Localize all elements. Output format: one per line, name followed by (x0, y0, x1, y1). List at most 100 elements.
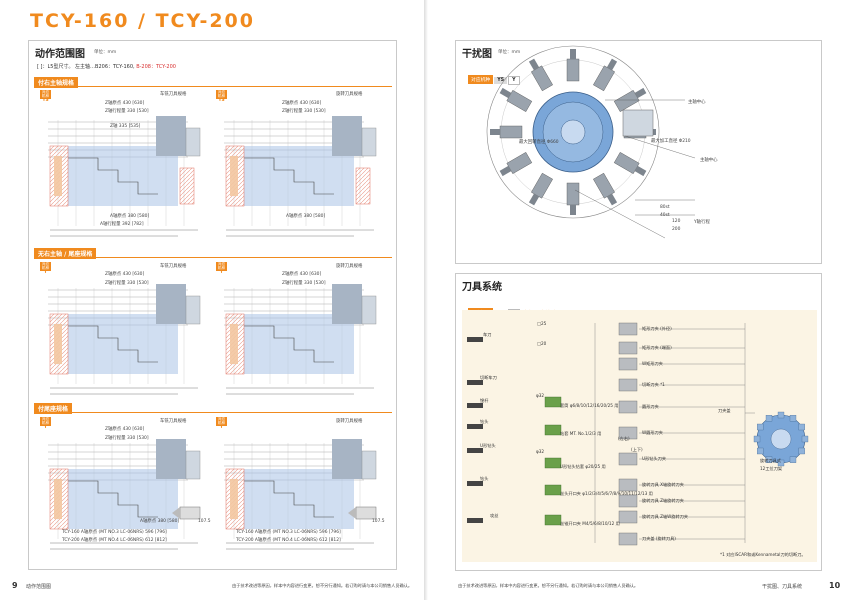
sleeve-label: 套筒 φ6/8/10/12/16/20/25 用 (560, 403, 619, 408)
size-label: □25 (537, 321, 547, 326)
tool-holder (185, 295, 201, 325)
right-spindle (179, 167, 195, 205)
a-stroke-label: A轴行程量 392 [782] (100, 222, 144, 227)
turret-station (777, 459, 785, 467)
badge-tag: Y (216, 426, 227, 431)
holder-label: 旋转刀具 X轴旋转刀夹 (642, 482, 684, 487)
tool-body (634, 165, 647, 177)
holder-icon (618, 510, 638, 524)
z-travel-label: Z轴行程量 330 [530] (105, 281, 149, 286)
holder-label: 矩形刀夹 (端面) (642, 345, 672, 350)
tooling-title: 刀具系统 (462, 282, 502, 293)
tool-type-label: 钻头 (480, 476, 489, 481)
sleeve-label: U形钻头钻套 φ20/25 用 (560, 464, 606, 469)
holder-icon (618, 494, 638, 508)
z-travel-label: Z轴行程量 330 [530] (105, 436, 149, 441)
spindle (54, 324, 62, 364)
tool-icon (467, 403, 483, 408)
turret-label: 12工位刀架 (760, 466, 783, 471)
holder-icon (618, 426, 638, 440)
model-title: TCY-160 / TCY-200 (30, 10, 256, 32)
section-title: 动作范围图 (35, 49, 85, 60)
tool-holder (499, 125, 523, 139)
z-origin-label: Z轴原点 430 [630] (105, 427, 145, 432)
badge-tag: YS (216, 99, 227, 104)
tool-type-label: 车刀 (483, 332, 492, 337)
tool-holder (361, 295, 377, 325)
val-200: 200 (672, 227, 681, 232)
badge-line2: 机种 (41, 266, 50, 271)
turret-station (801, 435, 809, 443)
machine-badge: 对应 机种 Y (40, 262, 51, 276)
spindle-center2-label: 主轴中心 (700, 158, 718, 163)
footer-label-left: 动作范围图 (26, 584, 52, 590)
badge-line1: 对应 (41, 417, 50, 421)
rotary-tool-header: 旋转刀具规格 (336, 264, 363, 269)
z-origin-label: Z轴原点 430 [630] (282, 272, 322, 277)
turret-tool (593, 172, 618, 206)
spindle-center-label: 主轴中心 (688, 100, 706, 105)
turret-tool (593, 58, 618, 92)
size-label: φ32 (536, 393, 545, 398)
machine-badge: 对应 机种 Y (216, 262, 227, 276)
holder-label: 旋转刀具 Z轴W旋转刀夹 (642, 514, 689, 519)
holder-icon (618, 400, 638, 414)
z-stroke-label: Z轴 335 [535] (110, 124, 141, 129)
page-number-right: 10 (829, 581, 841, 590)
tool-holder (185, 450, 201, 480)
spread-gutter (424, 0, 428, 600)
tool-body (606, 58, 618, 71)
sleeve-icon (544, 424, 562, 436)
badge-line1: 对应 (217, 90, 226, 94)
page-number-left: 9 (12, 581, 18, 590)
step-outline (244, 325, 334, 363)
tool-body (528, 193, 540, 206)
turning-tool-header: 车铣刀具规格 (160, 419, 187, 424)
tool-body (490, 129, 500, 135)
turret-hub (560, 119, 586, 145)
max-swing-circle (486, 45, 660, 219)
tool-body (570, 205, 576, 215)
interference-title: 干扰图 (462, 49, 492, 60)
leader-line (624, 135, 696, 159)
turret-tool (528, 58, 553, 92)
l5-note: [ ]：L5型尺寸。 左主轴…B206：TCY-160, B-208：TCY-2… (37, 63, 176, 70)
z-travel-label: Z轴行程量 330 [530] (282, 281, 326, 286)
tag-y: Y (508, 76, 520, 85)
turret-tool (566, 182, 580, 215)
note-red: B-208：TCY-200 (136, 64, 176, 70)
holder-icon (618, 322, 638, 336)
block-heading: 付尾座规格 (34, 403, 73, 414)
sleeve-label: 丝锥开口夹 M4/5/6/8/10/12 用 (560, 521, 620, 526)
right-spindle (355, 167, 371, 205)
block-y-tailstock: 付尾座规格 (34, 403, 392, 414)
tool-body (570, 49, 576, 59)
turret-tool (566, 49, 580, 82)
interference-drawing (486, 45, 696, 239)
block-underline (34, 412, 392, 413)
rotary-tool-header: 旋转刀具规格 (336, 419, 363, 424)
z-travel-label: Z轴行程量 330 [530] (105, 109, 149, 114)
holder-label: W圆形刀夹 (642, 430, 663, 435)
turret-cap-label: 刀夹盖 (718, 408, 731, 413)
badge-line2: 机种 (217, 266, 226, 271)
turret-tool (613, 152, 647, 177)
holder-icon (618, 357, 638, 371)
turret-station (757, 447, 764, 455)
tool-icon (467, 481, 483, 486)
holder-label: 刀夹盖 (旋转刀具) (642, 536, 676, 541)
a-origin-label: A轴原点 380 [580] (286, 214, 326, 219)
tool-holder (361, 127, 377, 157)
badge-line1: 对应 (217, 262, 226, 266)
z-origin-label: Z轴原点 430 [630] (282, 101, 322, 106)
tool-body (499, 87, 512, 99)
tool-body (634, 87, 647, 99)
max-machining-label: 最大加工直径 Φ210 (651, 139, 691, 144)
turret-block (156, 284, 186, 324)
block-y-tail: 无右主轴 / 尾座规格 (34, 248, 392, 259)
tool-holder (593, 172, 615, 199)
turret-station (765, 456, 773, 463)
val-40st: 40st (660, 213, 670, 218)
tool-holder (506, 152, 533, 174)
badge-line1: 对应 (41, 90, 50, 94)
